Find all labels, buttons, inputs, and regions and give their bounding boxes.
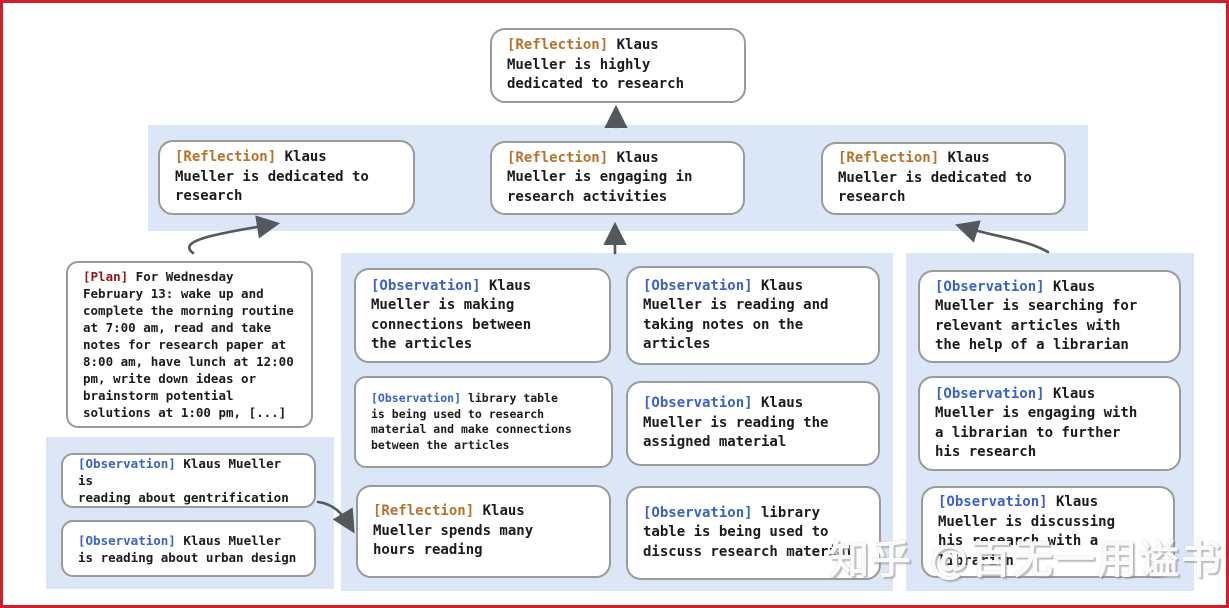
node-obs-discussing-research: [Observation] Klaus Mueller is discussin… xyxy=(921,486,1175,578)
node-reflection-mid: [Reflection] Klaus Mueller is engaging i… xyxy=(490,141,745,215)
observation-tag: [Observation] xyxy=(938,494,1048,510)
node-text: Klaus Mueller is reading the assigned ma… xyxy=(643,395,829,451)
node-text: Klaus Mueller spends many hours reading xyxy=(373,503,534,559)
node-text: Klaus Mueller is making connections betw… xyxy=(371,277,532,353)
observation-tag: [Observation] xyxy=(643,277,753,294)
node-obs-assigned-material: [Observation] Klaus Mueller is reading t… xyxy=(626,381,880,466)
reflection-tag: [Reflection] xyxy=(507,149,609,166)
node-obs-connections: [Observation] Klaus Mueller is making co… xyxy=(354,268,611,363)
observation-tag: [Observation] xyxy=(371,277,481,294)
node-text: Klaus Mueller is engaging in research ac… xyxy=(507,149,693,205)
reflection-tag: [Reflection] xyxy=(175,149,277,166)
node-text: Klaus Mueller is highly dedicated to res… xyxy=(507,37,685,93)
node-obs-searching-articles: [Observation] Klaus Mueller is searching… xyxy=(918,270,1181,363)
observation-tag: [Observation] xyxy=(78,532,176,548)
node-text: library table is being used to research … xyxy=(371,391,572,452)
node-text: Klaus Mueller is reading about urban des… xyxy=(78,532,297,565)
node-reflection-hours: [Reflection] Klaus Mueller spends many h… xyxy=(356,485,611,578)
node-obs-gentrification: [Observation] Klaus Mueller is reading a… xyxy=(61,453,316,508)
node-obs-reading-notes: [Observation] Klaus Mueller is reading a… xyxy=(626,266,880,365)
node-plan: [Plan] For Wednesday February 13: wake u… xyxy=(66,261,313,428)
node-text: Klaus Mueller is reading and taking note… xyxy=(643,277,829,353)
node-text: Klaus Mueller is engaging with a librari… xyxy=(935,385,1138,461)
node-reflection-right: [Reflection] Klaus Mueller is dedicated … xyxy=(821,142,1066,215)
node-text: Klaus Mueller is dedicated to research xyxy=(838,150,1032,206)
zhihu-watermark: 知乎 @百无一用谥书生 xyxy=(829,537,1229,583)
observation-tag: [Observation] xyxy=(78,456,176,471)
observation-tag: [Observation] xyxy=(643,395,753,412)
observation-tag: [Observation] xyxy=(935,385,1045,402)
node-text: Klaus Mueller is searching for relevant … xyxy=(935,278,1138,354)
node-reflection-left: [Reflection] Klaus Mueller is dedicated … xyxy=(158,140,415,215)
observation-tag: [Observation] xyxy=(643,504,753,521)
node-obs-urban-design: [Observation] Klaus Mueller is reading a… xyxy=(61,520,316,577)
node-obs-library-discuss: [Observation] library table is being use… xyxy=(626,486,881,580)
reflection-tag: [Reflection] xyxy=(507,37,609,54)
node-text: Klaus Mueller is discussing his research… xyxy=(938,494,1116,569)
node-text: For Wednesday February 13: wake up and c… xyxy=(83,269,294,420)
reflection-tag: [Reflection] xyxy=(838,150,940,167)
node-obs-engaging-librarian: [Observation] Klaus Mueller is engaging … xyxy=(918,376,1181,471)
node-text: Klaus Mueller is reading about gentrific… xyxy=(78,456,289,505)
plan-tag: [Plan] xyxy=(83,269,129,284)
node-text: Klaus Mueller is dedicated to research xyxy=(175,149,369,205)
observation-tag: [Observation] xyxy=(935,278,1045,295)
node-top-reflection: [Reflection] Klaus Mueller is highly ded… xyxy=(490,28,746,103)
reflection-tag: [Reflection] xyxy=(373,503,475,520)
node-obs-library-research: [Observation] library table is being use… xyxy=(354,376,613,468)
observation-tag: [Observation] xyxy=(371,391,462,405)
node-text: library table is being used to discuss r… xyxy=(643,504,854,560)
